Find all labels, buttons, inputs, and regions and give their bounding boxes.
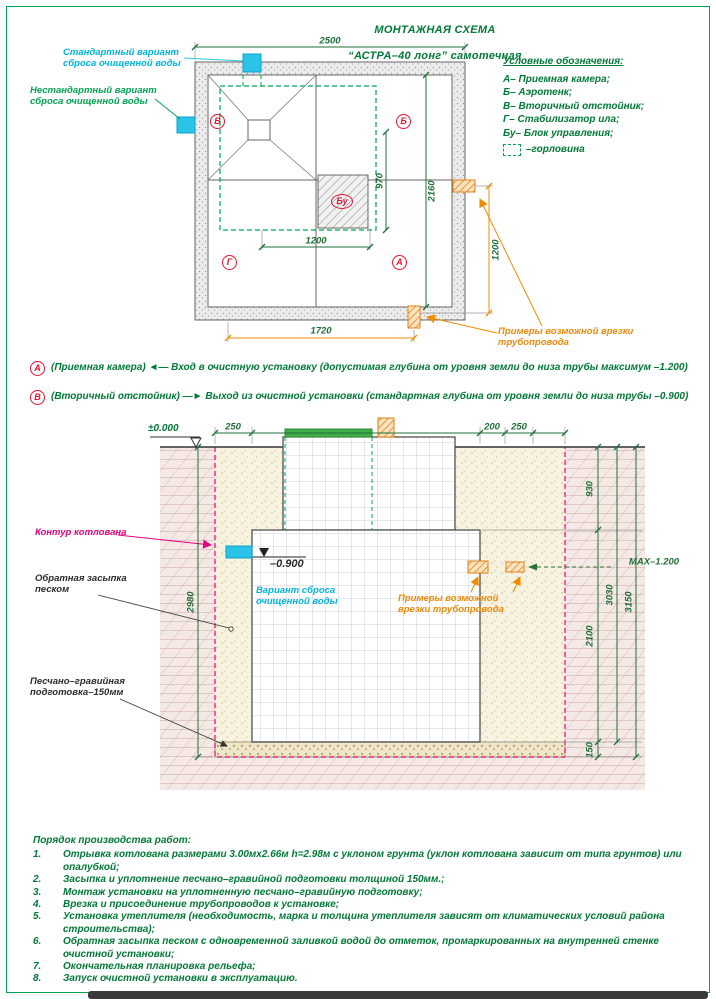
callout-standard-discharge: Стандартный вариант сброса очищенной вод… (63, 47, 181, 70)
plan-neck-dashed-outline (219, 85, 377, 231)
legend-item-g: Г– Стабилизатор ила; (503, 114, 620, 126)
callout-pipe-examples-section: Примеры возможной врезки трубопровода (398, 593, 504, 616)
legend-item-bu: Бу– Блок управления; (503, 127, 614, 139)
section-discharge-level: –0.900 (270, 558, 304, 570)
plan-marker-a: А (392, 255, 407, 270)
pit-contour-line (214, 447, 566, 758)
bottom-edge-shadow (88, 991, 708, 999)
title-line2: “АСТРА–40 лонг” самотечная (348, 49, 522, 62)
plan-marker-v: В (210, 114, 225, 129)
section-level-zero: ±0.000 (148, 423, 179, 434)
procedure-item-6: 6. Обратная засыпка песком с одновременн… (33, 936, 659, 960)
leader-pipe-example-bottom (426, 314, 498, 334)
leader-backfill (97, 594, 230, 629)
dim-section-2100: 2100 (584, 625, 596, 647)
dim-plan-bu-width: 1200 (305, 235, 327, 247)
leader-pipe-example-right (479, 198, 543, 327)
dim-section-150: 150 (584, 742, 596, 758)
callout-base: Песчано–гравийная подготовка–150мм (30, 676, 125, 699)
zero-level-mark (190, 437, 202, 449)
dim-section-3150: 3150 (623, 591, 635, 613)
procedure-item-3: 3. Монтаж установки на уплотненную песча… (33, 886, 423, 898)
title-line1: МОНТАЖНАЯ СХЕМА (374, 23, 496, 36)
dim-section-930: 930 (584, 481, 596, 497)
plan-nonstandard-discharge-pipe (176, 116, 196, 134)
dim-section-2980: 2980 (185, 591, 197, 613)
procedure-item-7: 7. Окончательная планировка рельефа; (33, 960, 256, 972)
legend-neck-label: –горловина (526, 144, 585, 156)
plan-marker-bu: Бу (331, 194, 353, 209)
leader-base (119, 698, 228, 747)
dim-plan-inner-height: 970 (374, 173, 386, 189)
procedure-item-2: 2. Засыпка и уплотнение песчано–гравийно… (33, 874, 445, 886)
section-view (97, 417, 645, 790)
procedure-title: Порядок производства работ: (33, 835, 191, 846)
legend-item-v: В– Вторичный отстойник; (503, 100, 645, 112)
section-pipe-stub-2 (505, 561, 525, 573)
callout-discharge-variant: Вариант сброса очищенной воды (256, 585, 338, 608)
procedure-item-4: 4. Врезка и присоединение трубопроводов … (33, 898, 340, 910)
dim-section-top-left: 250 (225, 421, 241, 433)
procedure-item-5: 5. Установка утеплителя (необходимость, … (33, 911, 665, 935)
drawing-title: МОНТАЖНАЯ СХЕМА “АСТРА–40 лонг” самотечн… (185, 11, 685, 76)
section-discharge-pipe-cyan (225, 545, 253, 559)
callout-pit-contour: Контур котлована (35, 527, 127, 538)
procedure-item-8: 8. Запуск очистной установки в эксплуата… (33, 973, 298, 985)
dim-section-top-mid: 200 (484, 421, 500, 433)
dim-plan-width: 2500 (319, 35, 341, 47)
note-inlet-text: (Приемная камера) ◄— Вход в очистную уст… (51, 362, 688, 373)
dim-section-3030: 3030 (604, 584, 616, 606)
callout-nonstandard-discharge: Нестандартный вариант сброса очищенной в… (30, 85, 157, 108)
procedure-item-1: 1. Отрывка котлована размерами 3.00мх2.6… (33, 849, 682, 873)
note-marker-a: А (30, 361, 45, 376)
discharge-level-mark (259, 548, 269, 557)
callout-pipe-examples-plan: Примеры возможной врезки трубопровода (498, 326, 634, 349)
legend-item-neck: –горловина (503, 143, 644, 156)
dim-section-top-right: 250 (511, 421, 527, 433)
legend-item-a: А– Приемная камера; (503, 74, 610, 85)
procedure-section: Порядок производства работ: 1. Отрывка к… (33, 835, 695, 986)
plan-marker-b: Б (396, 114, 411, 129)
plan-dim-ticks (191, 43, 469, 311)
note-inlet: А (Приемная камера) ◄— Вход в очистную у… (30, 361, 702, 376)
section-pipe-stub-1 (467, 560, 489, 574)
section-max-depth: MAX–1.200 (628, 556, 680, 568)
tank-body (251, 529, 481, 743)
gravel-base-layer (214, 741, 566, 758)
legend-list: А– Приемная камера; Б– Аэротенк; В– Втор… (503, 73, 644, 156)
dim-plan-depth: 2160 (426, 180, 438, 202)
plan-settler-square (247, 119, 271, 141)
plan-view (154, 42, 543, 342)
leader-nonstandard-discharge (154, 98, 181, 120)
plan-marker-g: Г (222, 255, 237, 270)
section-dim-ticks (194, 429, 640, 761)
plan-pipe-stub-right (452, 179, 476, 193)
note-marker-v: В (30, 390, 45, 405)
dim-plan-pipe-offset: 1200 (490, 239, 502, 261)
legend-item-b: Б– Аэротенк; (503, 87, 573, 99)
leader-standard-discharge (183, 57, 244, 62)
note-outlet: В (Вторичный отстойник) —► Выход из очис… (30, 390, 702, 405)
plan-pipe-stub-bottom (407, 305, 421, 329)
callout-backfill: Обратная засыпка песком (35, 573, 127, 596)
plan-standard-discharge-pipe (242, 53, 262, 73)
dim-plan-bottom-offset: 1720 (310, 325, 332, 337)
tank-neck (282, 436, 456, 531)
vent-block (377, 417, 395, 438)
legend-title: Условные обозначения: (503, 56, 624, 67)
leader-pit-contour (117, 534, 212, 549)
note-outlet-text: (Вторичный отстойник) —► Выход из очистн… (51, 391, 689, 402)
neck-dashed-icon (503, 143, 521, 156)
